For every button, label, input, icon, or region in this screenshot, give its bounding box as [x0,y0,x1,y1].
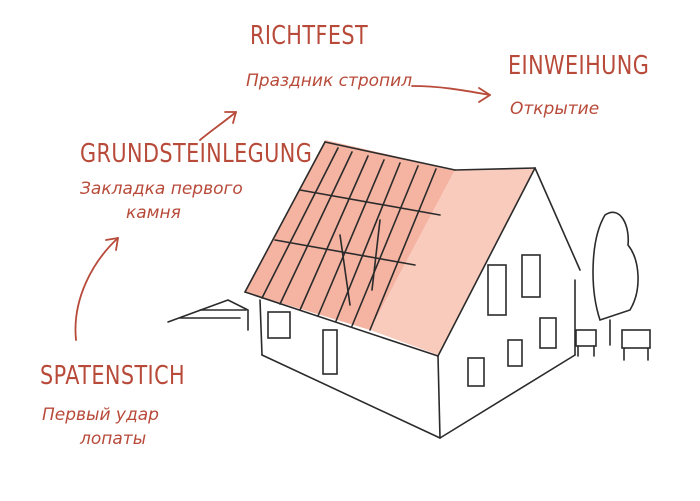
house-windows [267,254,557,387]
house-walls [244,167,581,439]
stage-2-subtitle-line2: камня [126,203,181,223]
stage-2-title: GRUNDSTEINLEGUNG [80,139,313,169]
stage-4-subtitle: Открытие [510,99,600,119]
stage-1-subtitle-line2: лопаты [80,429,147,449]
arrow-stage2-to-stage3 [199,111,237,141]
garden-furniture [575,329,651,361]
stage-1-title: SPATENSTICH [40,361,186,391]
stage-3-subtitle: Праздник стропил [246,71,413,91]
stage-1-subtitle: Первый удар [42,405,159,425]
arrow-stage3-to-stage4 [411,85,491,103]
roof-rafters [244,141,456,331]
arrow-stage1-to-stage2 [74,237,119,341]
roof-rafters-fill [245,140,455,330]
stage-2-subtitle: Закладка первого [80,179,243,199]
stage-4-title: EINWEIHUNG [508,51,650,81]
tree-sketch [592,211,639,346]
stage-3-title: RICHTFEST [250,21,369,51]
entrance-steps [167,299,249,331]
roof-covered-fill [370,168,535,355]
